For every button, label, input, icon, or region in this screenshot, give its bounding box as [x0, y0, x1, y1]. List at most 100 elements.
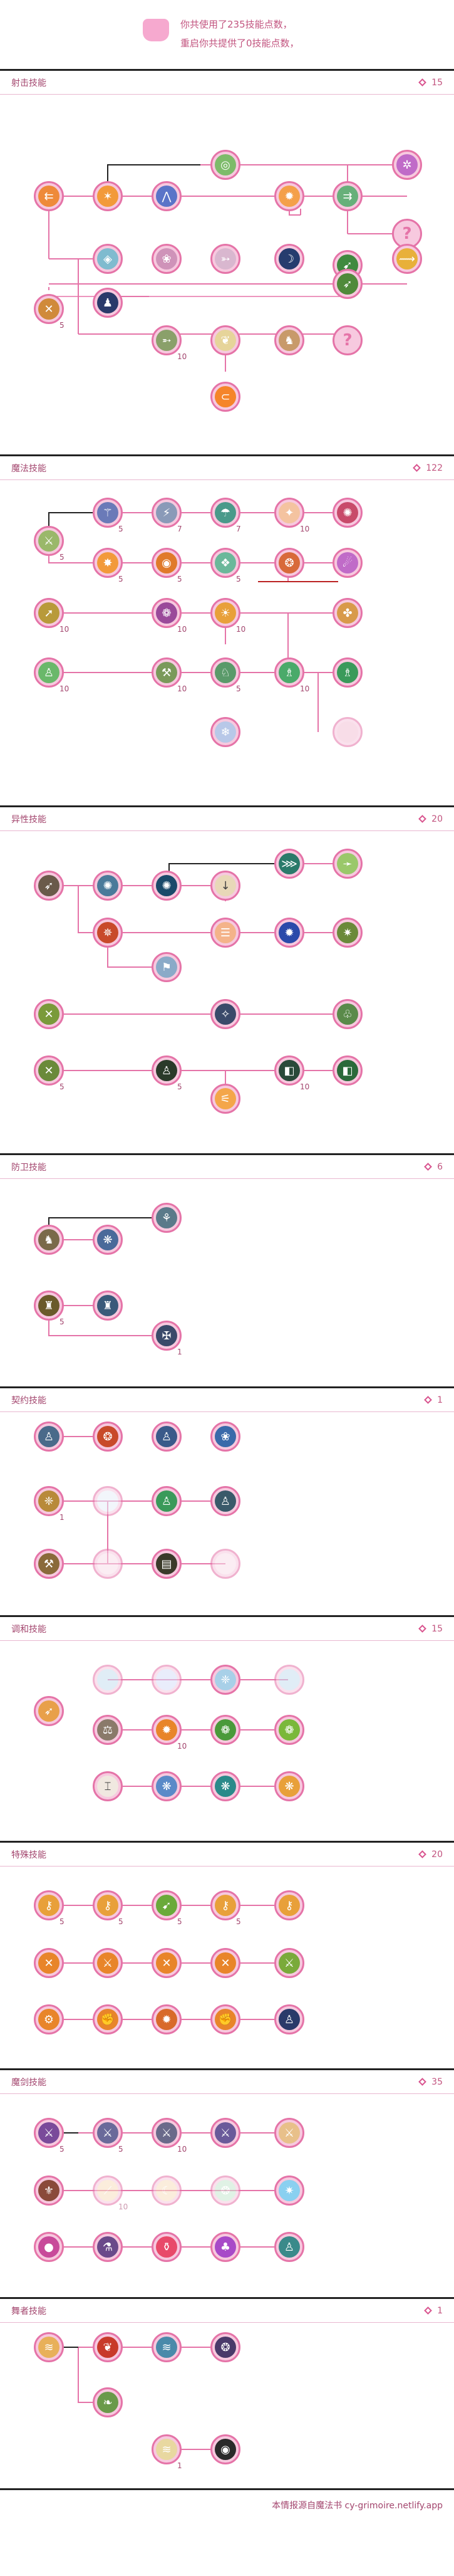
skill-node[interactable]: ⚷5 — [93, 1890, 123, 1926]
skill-node[interactable]: ✕ — [34, 999, 64, 1029]
skill-node[interactable]: ♟ — [93, 288, 123, 318]
skill-node[interactable]: ➳ — [210, 244, 240, 274]
skill-node[interactable]: ⋀ — [152, 181, 182, 211]
skill-node[interactable]: ⚔ — [93, 1948, 123, 1978]
skill-node[interactable]: ⌶ — [93, 1771, 123, 1801]
skill-node[interactable]: ◎ — [210, 150, 240, 180]
skill-node[interactable]: ♙ — [34, 1422, 64, 1452]
skill-node[interactable]: ✕ — [152, 1948, 182, 1978]
skill-node[interactable]: ✧ — [210, 999, 240, 1029]
skill-node[interactable]: ♙5 — [152, 1055, 182, 1091]
skill-node[interactable]: ➶ — [333, 269, 363, 299]
skill-node[interactable]: ✺ — [93, 871, 123, 901]
skill-node[interactable]: ✲ — [392, 150, 422, 180]
skill-node[interactable]: ❦ — [93, 2332, 123, 2362]
skill-node[interactable]: ☰ — [210, 918, 240, 948]
skill-node[interactable]: ♜5 — [34, 1291, 64, 1326]
skill-node[interactable]: ⚷5 — [34, 1890, 64, 1926]
skill-node[interactable]: ♣ — [210, 2232, 240, 2262]
skill-node[interactable]: ♗10 — [274, 657, 309, 693]
skill-node[interactable]: ⚑ — [152, 952, 182, 982]
skill-node[interactable]: ❁ — [274, 1715, 304, 1745]
skill-node[interactable]: ⚡7 — [152, 498, 182, 533]
skill-node[interactable]: ? — [333, 325, 363, 355]
skill-node[interactable]: ◈ — [93, 244, 123, 274]
skill-node[interactable]: ◧ — [333, 1055, 363, 1086]
skill-node[interactable]: ✕ — [34, 1948, 64, 1978]
skill-node[interactable]: ♘5 — [210, 657, 241, 693]
skill-node[interactable]: ♜ — [93, 1291, 123, 1321]
skill-node[interactable]: ✷ — [333, 918, 363, 948]
skill-node[interactable]: ⚚5 — [93, 498, 123, 533]
skill-node[interactable]: ✹ — [274, 918, 304, 948]
skill-node[interactable]: ⚟ — [210, 1084, 240, 1114]
skill-node[interactable]: ⚜ — [34, 2175, 64, 2206]
skill-node[interactable]: ➶ — [34, 1696, 64, 1726]
skill-node[interactable]: ♞ — [34, 1225, 64, 1255]
skill-node[interactable]: ✹10 — [152, 1715, 187, 1751]
skill-node[interactable]: ❀ — [152, 244, 182, 274]
skill-node[interactable]: ♙ — [210, 1486, 240, 1516]
skill-node[interactable]: ● — [34, 2232, 64, 2262]
skill-node[interactable]: ⚔ — [274, 1948, 304, 1978]
skill-node[interactable]: ≋1 — [152, 2434, 182, 2470]
skill-node[interactable]: ↓ — [210, 871, 240, 901]
skill-node[interactable]: ♙ — [274, 2232, 304, 2262]
skill-node[interactable]: ✸5 — [93, 548, 123, 584]
skill-node[interactable]: ❋ — [93, 1225, 123, 1255]
skill-node[interactable]: ➛ — [333, 849, 363, 879]
skill-node[interactable]: ⚔5 — [34, 526, 64, 562]
skill-node[interactable]: ⚗ — [93, 2232, 123, 2262]
skill-node[interactable]: ⚱ — [152, 2232, 182, 2262]
skill-node[interactable]: ✕ — [210, 1948, 240, 1978]
skill-node[interactable]: ⚒10 — [152, 657, 187, 693]
skill-node[interactable]: ✺ — [333, 498, 363, 528]
skill-node[interactable]: ▤ — [152, 1549, 182, 1579]
skill-node[interactable]: ☀10 — [210, 598, 245, 634]
skill-node[interactable]: ✺ — [152, 871, 182, 901]
skill-node[interactable]: ⟋10 — [93, 2175, 128, 2211]
skill-node[interactable]: ⚔10 — [152, 2118, 187, 2154]
skill-node[interactable] — [274, 1665, 304, 1695]
skill-node[interactable]: ❋ — [210, 1771, 240, 1801]
skill-node[interactable]: ⚷5 — [210, 1890, 241, 1926]
skill-node[interactable]: ❂ — [210, 2332, 240, 2362]
skill-node[interactable]: ⚔5 — [34, 2118, 64, 2154]
skill-node[interactable]: ⚘ — [152, 1203, 182, 1233]
skill-node[interactable]: ≋ — [34, 2332, 64, 2362]
skill-node[interactable]: ✠1 — [152, 1321, 182, 1356]
skill-node[interactable]: ✤ — [333, 598, 363, 628]
skill-node[interactable]: ✊ — [210, 2004, 240, 2034]
skill-node[interactable]: ♞ — [274, 325, 304, 355]
skill-node[interactable]: ⊂ — [210, 382, 240, 412]
skill-node[interactable]: ✵ — [93, 918, 123, 948]
skill-node[interactable]: ⇉ — [333, 181, 363, 211]
skill-node[interactable]: ➵10 — [152, 325, 187, 361]
skill-node[interactable]: ❁10 — [152, 598, 187, 634]
skill-node[interactable]: ◉ — [210, 2434, 240, 2464]
skill-node[interactable]: ✷ — [274, 2175, 304, 2206]
skill-node[interactable]: ♙ — [152, 1422, 182, 1452]
skill-node[interactable] — [152, 1665, 182, 1695]
skill-node[interactable]: ✊ — [93, 2004, 123, 2034]
skill-node[interactable]: ◉5 — [152, 548, 182, 584]
skill-node[interactable]: ❂ — [274, 548, 304, 578]
skill-node[interactable]: ⚖ — [93, 1715, 123, 1745]
skill-node[interactable]: ✹ — [152, 2004, 182, 2034]
skill-node[interactable]: ⇇ — [34, 181, 64, 211]
skill-node[interactable]: ❈1 — [34, 1486, 64, 1522]
skill-node[interactable]: ❀ — [210, 1422, 240, 1452]
skill-node[interactable]: ❂ — [210, 2175, 240, 2206]
skill-node[interactable]: ❄ — [210, 717, 240, 747]
skill-node[interactable]: ♙10 — [34, 657, 69, 693]
skill-node[interactable]: ➹5 — [152, 1890, 182, 1926]
skill-node[interactable]: ⟿ — [392, 244, 422, 274]
skill-node[interactable]: ⚙ — [34, 2004, 64, 2034]
skill-node[interactable]: ❂ — [93, 1422, 123, 1452]
skill-node[interactable]: ❁ — [210, 1715, 240, 1745]
skill-node[interactable]: ➚10 — [34, 598, 69, 634]
skill-node[interactable]: ➶ — [34, 871, 64, 901]
skill-node[interactable]: ⚒ — [34, 1549, 64, 1579]
skill-node[interactable]: ☾ — [152, 2175, 182, 2206]
skill-node[interactable]: ❋ — [274, 1771, 304, 1801]
